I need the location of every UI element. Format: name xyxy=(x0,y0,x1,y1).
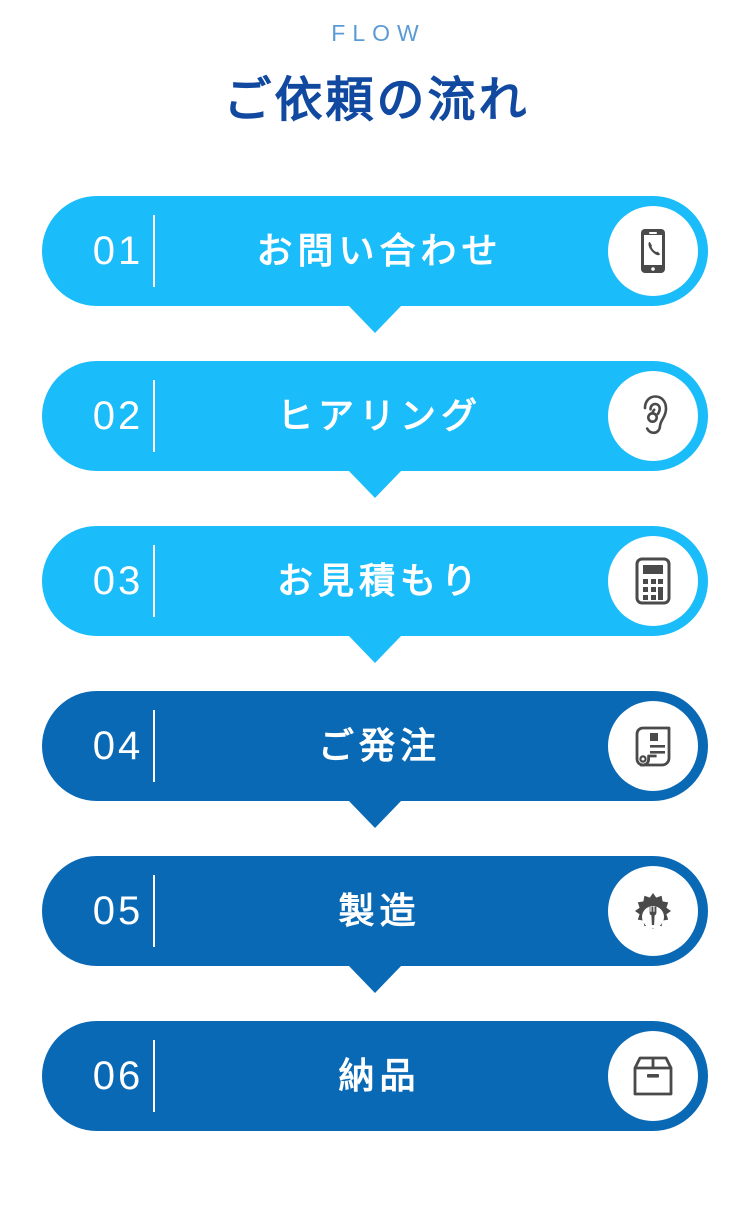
flow-step-number: 02 xyxy=(92,394,144,438)
flow-step-bar[interactable]: 04 ご発注 xyxy=(42,691,708,801)
flow-step-number: 01 xyxy=(92,229,144,273)
flow-step-divider xyxy=(153,1040,155,1112)
flow-step-arrow-icon xyxy=(348,800,402,828)
flow-step[interactable]: 06 納品 xyxy=(42,1021,708,1131)
section-eyebrow: FLOW xyxy=(331,20,426,46)
flow-step-label: お問い合わせ xyxy=(256,230,503,271)
flow-step-bar[interactable]: 06 納品 xyxy=(42,1021,708,1131)
flow-step-bar[interactable]: 05 製造 xyxy=(42,856,708,966)
flow-step-icon-badge xyxy=(608,536,698,626)
package-box-icon xyxy=(625,1048,681,1104)
gear-wrench-icon xyxy=(625,883,681,939)
flow-step-divider xyxy=(153,710,155,782)
flow-step-arrow-icon xyxy=(348,965,402,993)
flow-step-icon-badge xyxy=(608,206,698,296)
flow-step-bar[interactable]: 02 ヒアリング xyxy=(42,361,708,471)
flow-step[interactable]: 05 製造 xyxy=(42,856,708,993)
flow-step-divider xyxy=(153,215,155,287)
flow-step-arrow-icon xyxy=(348,305,402,333)
flow-step-bar[interactable]: 01 お問い合わせ xyxy=(42,196,708,306)
flow-step[interactable]: 03 お見積もり xyxy=(42,526,708,663)
flow-step-label: お見積もり xyxy=(276,560,482,601)
flow-step-number: 04 xyxy=(92,724,144,768)
flow-step-arrow-icon xyxy=(348,635,402,663)
flow-step-icon-badge xyxy=(608,1031,698,1121)
page-title: ご依頼の流れ xyxy=(223,74,530,127)
flow-step-number: 06 xyxy=(92,1054,144,1098)
flow-step-label: 製造 xyxy=(338,890,421,931)
flow-step-icon-badge xyxy=(608,371,698,461)
flow-step-divider xyxy=(153,875,155,947)
scroll-document-icon xyxy=(625,718,681,774)
flow-step-icon-badge xyxy=(608,866,698,956)
flow-step-list: 01 お問い合わせ 02 ヒアリング 03 お見積もり 04 ご発注 05 製造 06 納品 xyxy=(42,196,708,1131)
page-header: FLOW ご依頼の流れ xyxy=(0,0,750,128)
flow-step-bar[interactable]: 03 お見積もり xyxy=(42,526,708,636)
calculator-icon xyxy=(625,553,681,609)
smartphone-icon xyxy=(625,223,681,279)
flow-step[interactable]: 02 ヒアリング xyxy=(42,361,708,498)
flow-step-icon-badge xyxy=(608,701,698,791)
flow-step-label: ヒアリング xyxy=(276,395,482,436)
ear-icon xyxy=(625,388,681,444)
flow-step-number: 03 xyxy=(92,559,144,603)
flow-step-arrow-icon xyxy=(348,470,402,498)
flow-step[interactable]: 01 お問い合わせ xyxy=(42,196,708,333)
flow-step-number: 05 xyxy=(92,889,144,933)
flow-step-label: 納品 xyxy=(338,1055,421,1096)
flow-step-label: ご発注 xyxy=(317,725,441,766)
flow-step-divider xyxy=(153,545,155,617)
flow-step-divider xyxy=(153,380,155,452)
flow-step[interactable]: 04 ご発注 xyxy=(42,691,708,828)
